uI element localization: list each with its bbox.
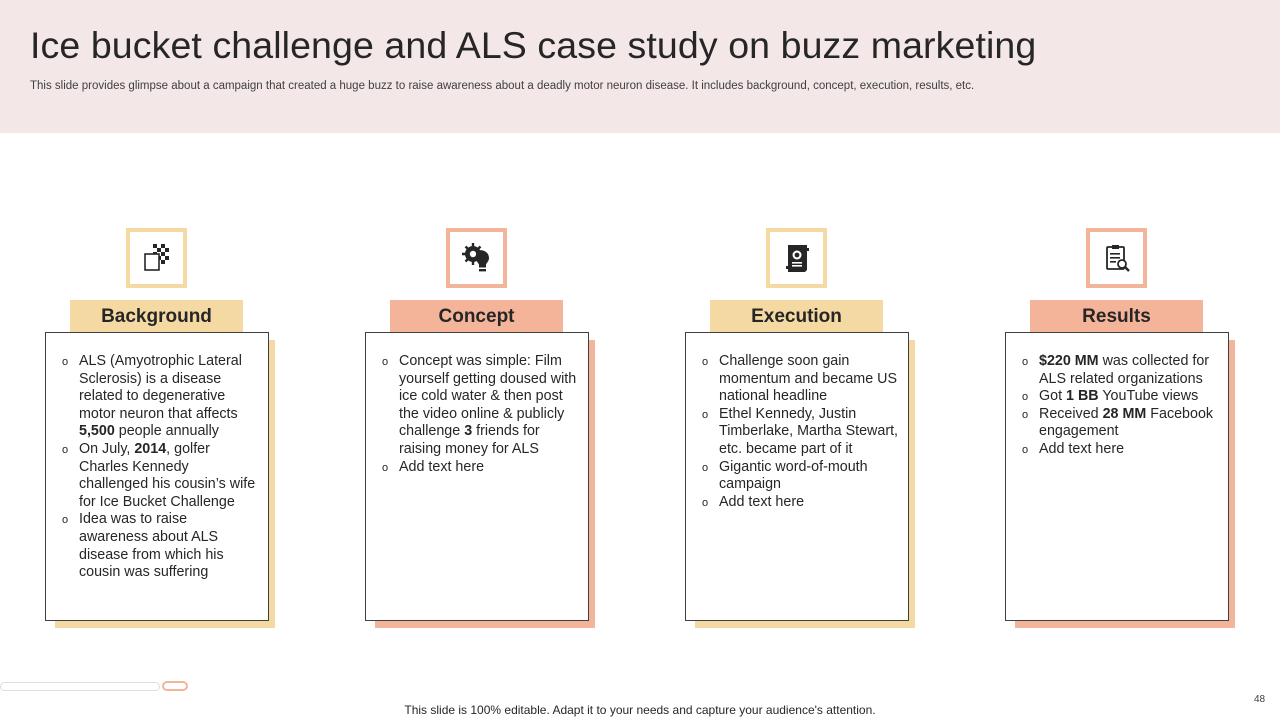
- page-subtitle: This slide provides glimpse about a camp…: [30, 80, 975, 92]
- certificate-scroll-icon: [785, 245, 809, 272]
- card-box: ALS (Amyotrophic Lateral Sclerosis) is a…: [45, 332, 269, 621]
- bullet-item: On July, 2014, golfer Charles Kennedy ch…: [60, 441, 260, 511]
- header-band: Ice bucket challenge and ALS case study …: [0, 0, 1280, 133]
- bullet-item: Idea was to raise awareness about ALS di…: [60, 511, 260, 581]
- bullet-bold-text: 1 BB: [1066, 388, 1099, 405]
- card-background: Background ALS (Amyotrophic Lateral Scle…: [45, 228, 277, 628]
- bullet-text: , golfer Charles Kennedy challenged his …: [79, 440, 256, 510]
- bullet-text: Idea was to raise awareness about ALS di…: [79, 511, 224, 581]
- icon-frame: [126, 228, 187, 288]
- checkered-flag-icon: [143, 244, 169, 271]
- lightbulb-gear-icon: [461, 243, 489, 272]
- footer-note: This slide is 100% editable. Adapt it to…: [404, 703, 876, 717]
- icon-frame: [1086, 228, 1147, 288]
- bullet-item: Add text here: [700, 494, 900, 512]
- bullet-bold-text: $220 MM: [1039, 353, 1099, 369]
- bullet-item: Ethel Kennedy, Justin Timberlake, Martha…: [700, 406, 900, 459]
- card-label: Execution: [710, 300, 883, 333]
- bullet-list: $220 MM was collected for ALS related or…: [1020, 353, 1220, 459]
- bullet-item: $220 MM was collected for ALS related or…: [1020, 353, 1220, 388]
- bullet-item: Add text here: [380, 459, 580, 477]
- bullet-item: Add text here: [1020, 441, 1220, 459]
- bullet-item: Received 28 MM Facebook engagement: [1020, 406, 1220, 441]
- bullet-text: Gigantic word-of-mouth campaign: [719, 458, 868, 493]
- page-title: Ice bucket challenge and ALS case study …: [30, 24, 1037, 66]
- bullet-text: was collected for ALS related organizati…: [1039, 353, 1210, 387]
- icon-frame: [446, 228, 507, 288]
- bullet-item: Challenge soon gain momentum and became …: [700, 353, 900, 406]
- card-label: Background: [70, 300, 243, 333]
- card-execution: Execution Challenge soon gain momentum a…: [685, 228, 917, 628]
- clipboard-search-icon: [1105, 245, 1130, 272]
- bullet-text: Add text here: [1039, 440, 1125, 457]
- bullet-text: ALS (Amyotrophic Lateral Sclerosis) is a…: [79, 353, 242, 422]
- card-label: Concept: [390, 300, 563, 333]
- bullet-text: Facebook engagement: [1039, 405, 1214, 440]
- bullet-bold-text: 2014: [134, 440, 167, 457]
- bullet-text: Ethel Kennedy, Justin Timberlake, Martha…: [719, 405, 899, 457]
- bullet-text: On July,: [79, 440, 135, 457]
- bullet-text: friends for raising money for ALS: [399, 423, 540, 457]
- bullet-bold-text: 5,500: [79, 423, 115, 440]
- bullet-text: Add text here: [719, 493, 805, 510]
- bullet-item: ALS (Amyotrophic Lateral Sclerosis) is a…: [60, 353, 260, 441]
- bullet-bold-text: 3: [464, 423, 473, 440]
- icon-frame: [766, 228, 827, 288]
- bullet-item: Got 1 BB YouTube views: [1020, 388, 1220, 406]
- card-results: Results $220 MM was collected for ALS re…: [1005, 228, 1237, 628]
- card-box: Concept was simple: Film yourself gettin…: [365, 332, 589, 621]
- card-box: Challenge soon gain momentum and became …: [685, 332, 909, 621]
- page-number: 48: [1254, 694, 1266, 705]
- card-box: $220 MM was collected for ALS related or…: [1005, 332, 1229, 621]
- bullet-text: YouTube views: [1098, 388, 1199, 405]
- scrollbar-thumb[interactable]: [162, 681, 188, 691]
- bullet-list: Challenge soon gain momentum and became …: [700, 353, 900, 512]
- bullet-text: Challenge soon gain momentum and became …: [719, 353, 897, 405]
- bullet-text: Got: [1039, 388, 1067, 405]
- bullet-text: people annually: [114, 423, 219, 440]
- card-concept: Concept Concept was simple: Film yoursel…: [365, 228, 597, 628]
- scrollbar-track[interactable]: [0, 682, 160, 691]
- bullet-text: Add text here: [399, 458, 485, 475]
- bullet-bold-text: 28 MM: [1102, 405, 1147, 422]
- bullet-list: Concept was simple: Film yourself gettin…: [380, 353, 580, 477]
- bullet-text: Received: [1039, 405, 1103, 422]
- bullet-item: Concept was simple: Film yourself gettin…: [380, 353, 580, 459]
- bullet-text: Concept was simple: Film yourself gettin…: [399, 353, 577, 440]
- bullet-list: ALS (Amyotrophic Lateral Sclerosis) is a…: [60, 353, 260, 582]
- card-label: Results: [1030, 300, 1203, 333]
- bullet-item: Gigantic word-of-mouth campaign: [700, 459, 900, 494]
